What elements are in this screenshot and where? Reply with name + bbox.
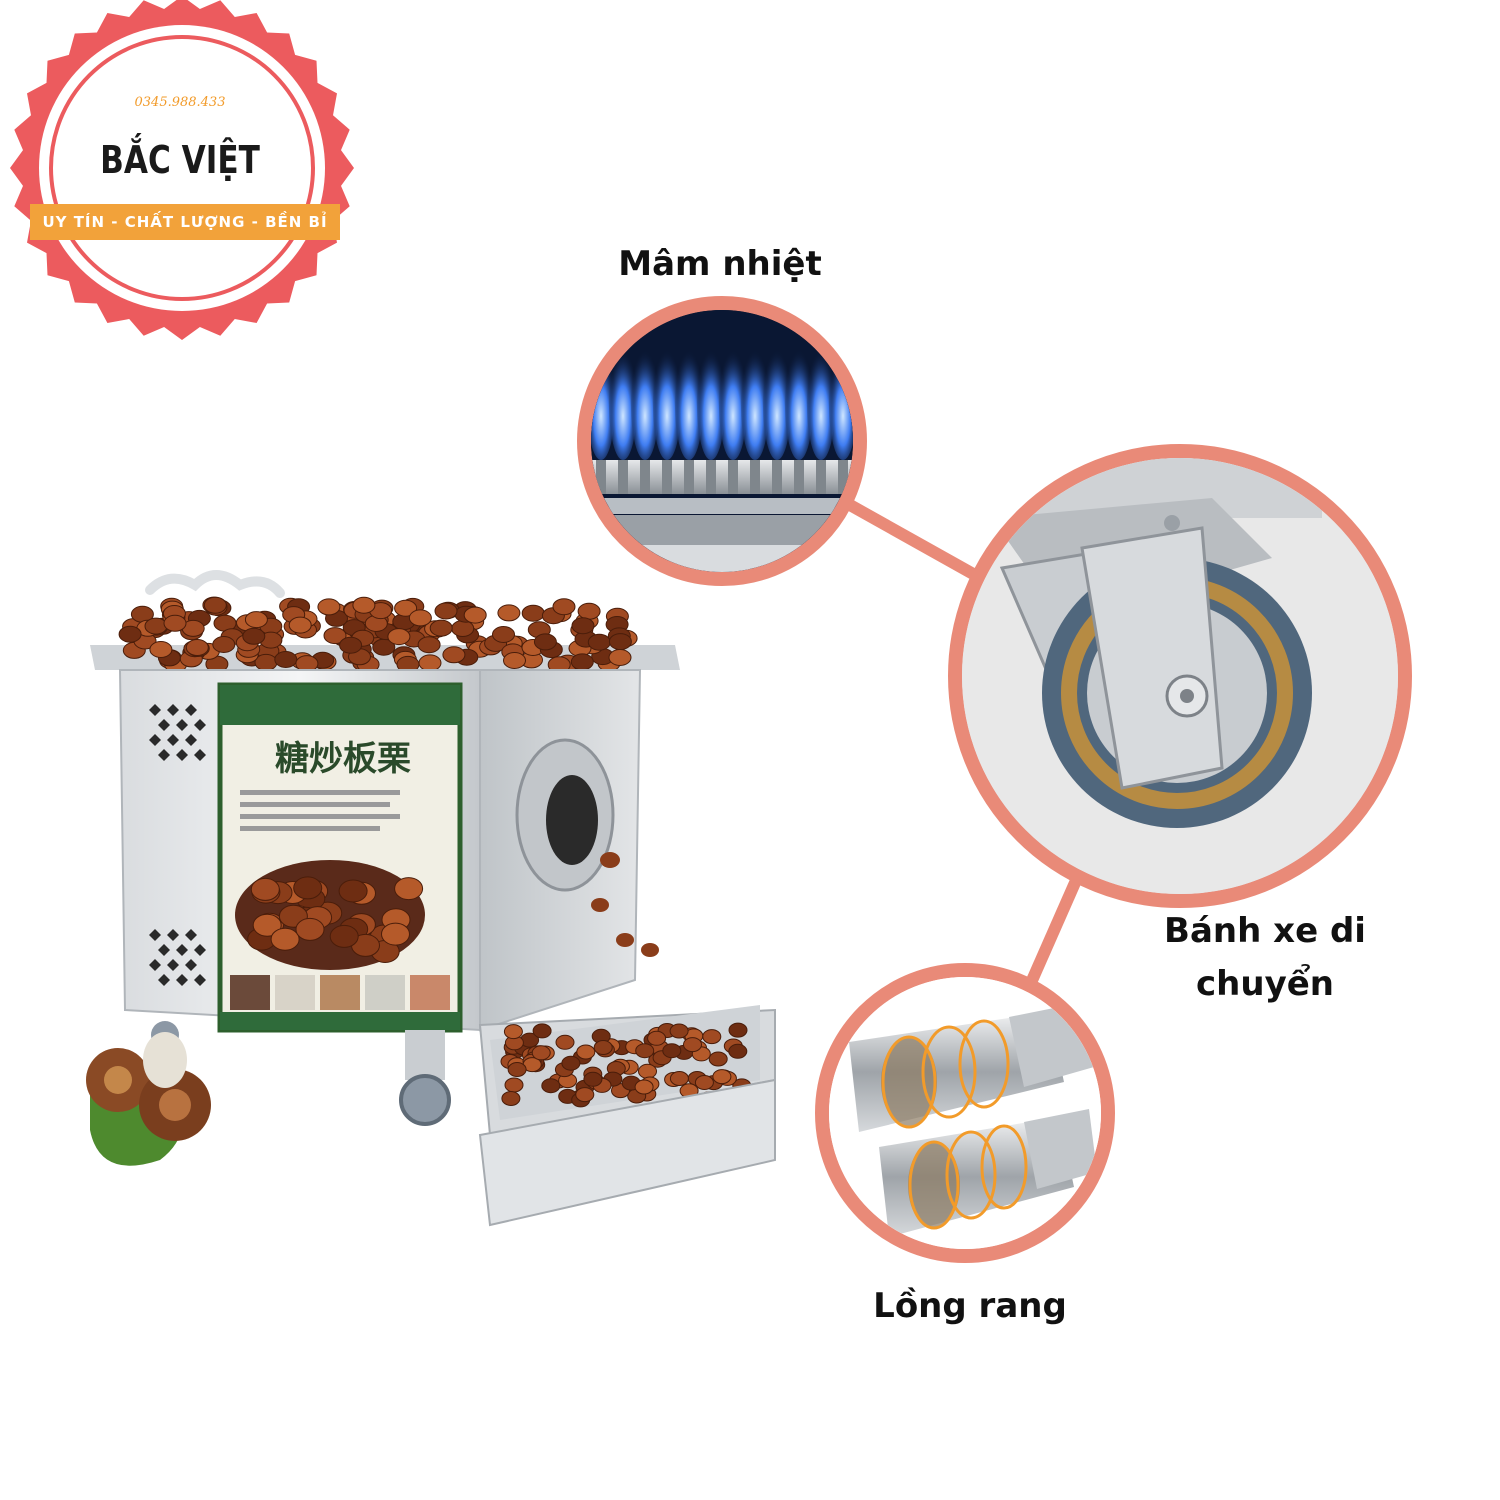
brand-logo: 0345.988.433 BẮC VIỆT UY TÍN - CHẤT LƯỢN… <box>0 0 360 340</box>
logo-phone: 0345.988.433 <box>134 95 226 110</box>
drum-callout <box>815 963 1115 1263</box>
label-drum: Lồng rang <box>873 1286 1067 1326</box>
poster-title: 糖炒板栗 <box>275 739 411 779</box>
logo-slogan: UY TÍN - CHẤT LƯỢNG - BỀN BỈ <box>30 204 340 240</box>
caster-image <box>962 458 1398 894</box>
label-heat-tray: Mâm nhiệt <box>618 244 822 284</box>
wheel-callout <box>948 444 1412 908</box>
logo-brand: BẮC VIỆT <box>100 138 260 182</box>
heat-tray-callout <box>577 296 867 586</box>
drum-image <box>829 977 1101 1249</box>
label-wheel: Bánh xe di chuyển <box>1164 911 1366 1004</box>
chestnut-roaster-machine: 糖炒板栗 <box>86 570 776 1227</box>
burner-image <box>591 310 853 572</box>
